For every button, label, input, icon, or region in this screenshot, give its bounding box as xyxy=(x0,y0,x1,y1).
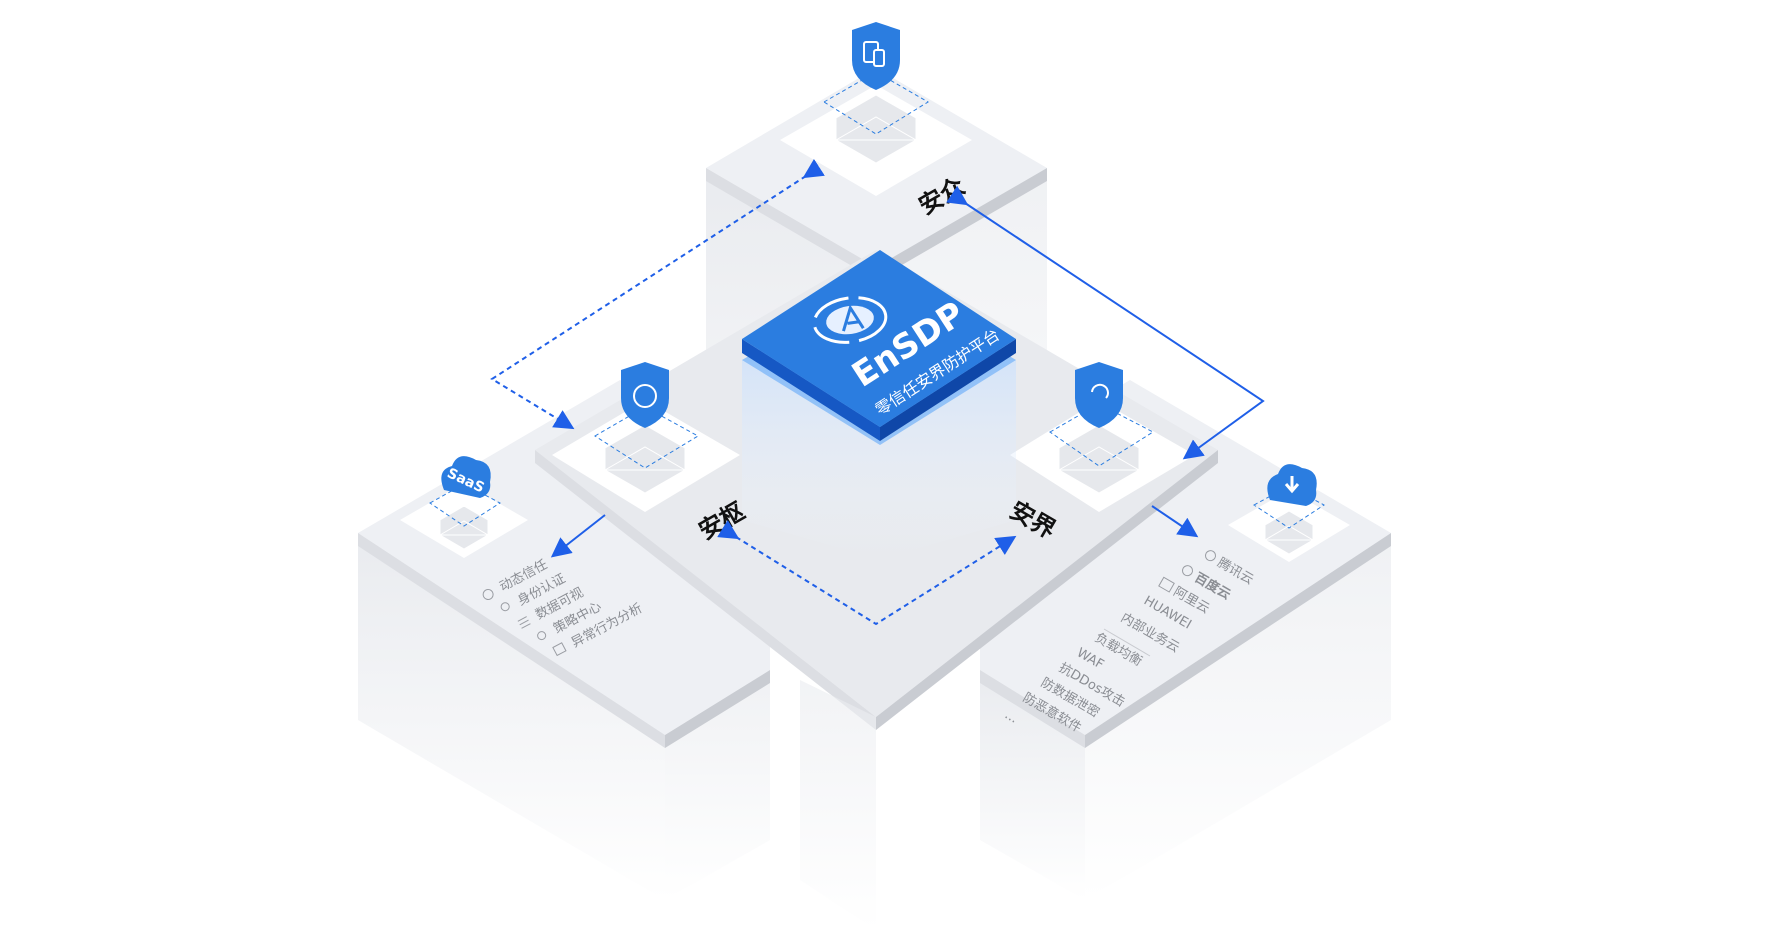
target-icon xyxy=(482,588,494,600)
image-icon xyxy=(552,642,567,657)
device-stack-top xyxy=(823,22,929,164)
divider xyxy=(1103,628,1151,657)
connection-arrows xyxy=(490,158,1265,626)
user-icon xyxy=(500,602,510,612)
arrow-to-right-list xyxy=(1151,505,1199,538)
arrow-top-left xyxy=(490,158,825,430)
saas-cloud-icon xyxy=(441,456,491,498)
arrow-to-left-list xyxy=(550,514,606,558)
download-stack xyxy=(1253,464,1325,555)
ensdp-logo-icon xyxy=(812,296,888,344)
arrow-bottom xyxy=(717,520,1017,626)
saas-stack: SaaS xyxy=(429,456,501,550)
arrow-top-right xyxy=(946,185,1265,460)
bulb-icon xyxy=(537,631,547,641)
aliyun-icon xyxy=(1158,576,1175,593)
list-icon xyxy=(517,616,531,629)
tencent-cloud-icon xyxy=(1205,550,1216,562)
baidu-cloud-icon xyxy=(1182,565,1193,577)
